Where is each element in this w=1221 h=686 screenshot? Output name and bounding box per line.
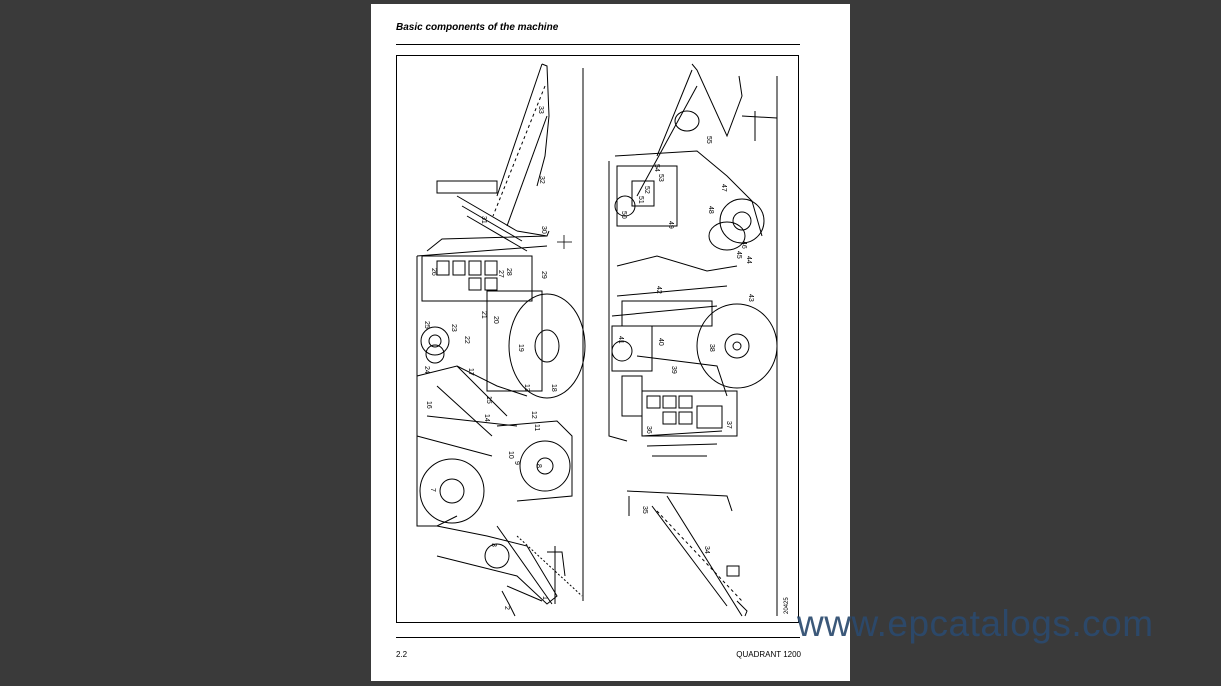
svg-text:19: 19 [517,344,524,352]
svg-text:50: 50 [620,211,627,219]
svg-text:37: 37 [725,421,732,429]
svg-text:27: 27 [497,270,504,278]
svg-text:44: 44 [745,256,752,264]
svg-text:11: 11 [533,424,540,431]
svg-text:36: 36 [645,426,652,434]
svg-text:1: 1 [541,596,548,600]
svg-text:49: 49 [667,221,674,229]
svg-text:33: 33 [537,106,544,114]
svg-text:42: 42 [655,286,662,294]
machine-line-drawing: 33 32 31 30 29 28 27 26 25 24 23 22 21 2… [416,63,778,617]
svg-text:31: 31 [480,216,487,224]
footer-rule [396,637,800,638]
svg-text:9: 9 [513,461,520,465]
svg-text:45: 45 [735,251,742,259]
svg-text:28: 28 [505,268,512,276]
svg-text:17: 17 [467,368,474,376]
svg-text:14: 14 [483,414,490,422]
watermark-text: www.epcatalogs.com [797,603,1154,644]
svg-text:32: 32 [538,176,545,184]
right-view-machine [608,63,778,617]
svg-text:2: 2 [503,606,510,610]
svg-text:34: 34 [703,546,710,554]
svg-text:48: 48 [707,206,714,214]
svg-text:53: 53 [657,174,664,182]
svg-text:8: 8 [535,464,542,468]
svg-text:20: 20 [492,316,499,324]
right-view-part-numbers: 55 54 53 52 51 50 49 48 47 46 45 44 43 4… [617,136,754,554]
document-page: Basic components of the machine [371,4,850,681]
svg-text:16: 16 [425,401,432,409]
svg-text:3: 3 [490,543,497,547]
svg-text:54: 54 [653,164,660,172]
left-view-part-numbers: 33 32 31 30 29 28 27 26 25 24 23 22 21 2… [423,106,557,610]
svg-text:18: 18 [550,384,557,392]
svg-text:46: 46 [740,241,747,249]
crosshair-icon [557,235,572,249]
svg-text:25: 25 [423,321,430,329]
svg-text:23: 23 [450,324,457,332]
svg-text:22: 22 [463,336,470,344]
svg-text:47: 47 [720,184,727,192]
page-number: 2.2 [396,650,408,659]
model-name: QUADRANT 1200 [736,650,801,659]
svg-text:55: 55 [705,136,712,144]
figure-code: 20425 [784,597,790,614]
svg-text:7: 7 [429,488,436,492]
svg-text:15: 15 [485,396,492,404]
svg-text:41: 41 [617,336,624,344]
header-rule [396,44,800,45]
svg-text:39: 39 [670,366,677,374]
machine-diagram: 33 32 31 30 29 28 27 26 25 24 23 22 21 2… [396,55,799,623]
svg-text:35: 35 [641,506,648,514]
svg-text:43: 43 [747,294,754,302]
svg-text:12: 12 [530,411,537,419]
svg-text:38: 38 [708,344,715,352]
svg-text:26: 26 [430,268,437,276]
left-view-machine [416,63,586,617]
page-title: Basic components of the machine [396,22,559,33]
svg-text:13: 13 [523,384,530,392]
svg-text:40: 40 [657,338,664,346]
svg-text:10: 10 [507,451,514,459]
svg-text:52: 52 [643,186,650,194]
svg-text:30: 30 [540,226,547,234]
svg-text:24: 24 [423,366,430,374]
svg-text:29: 29 [540,271,547,279]
svg-text:51: 51 [637,196,644,204]
svg-text:21: 21 [480,311,487,319]
